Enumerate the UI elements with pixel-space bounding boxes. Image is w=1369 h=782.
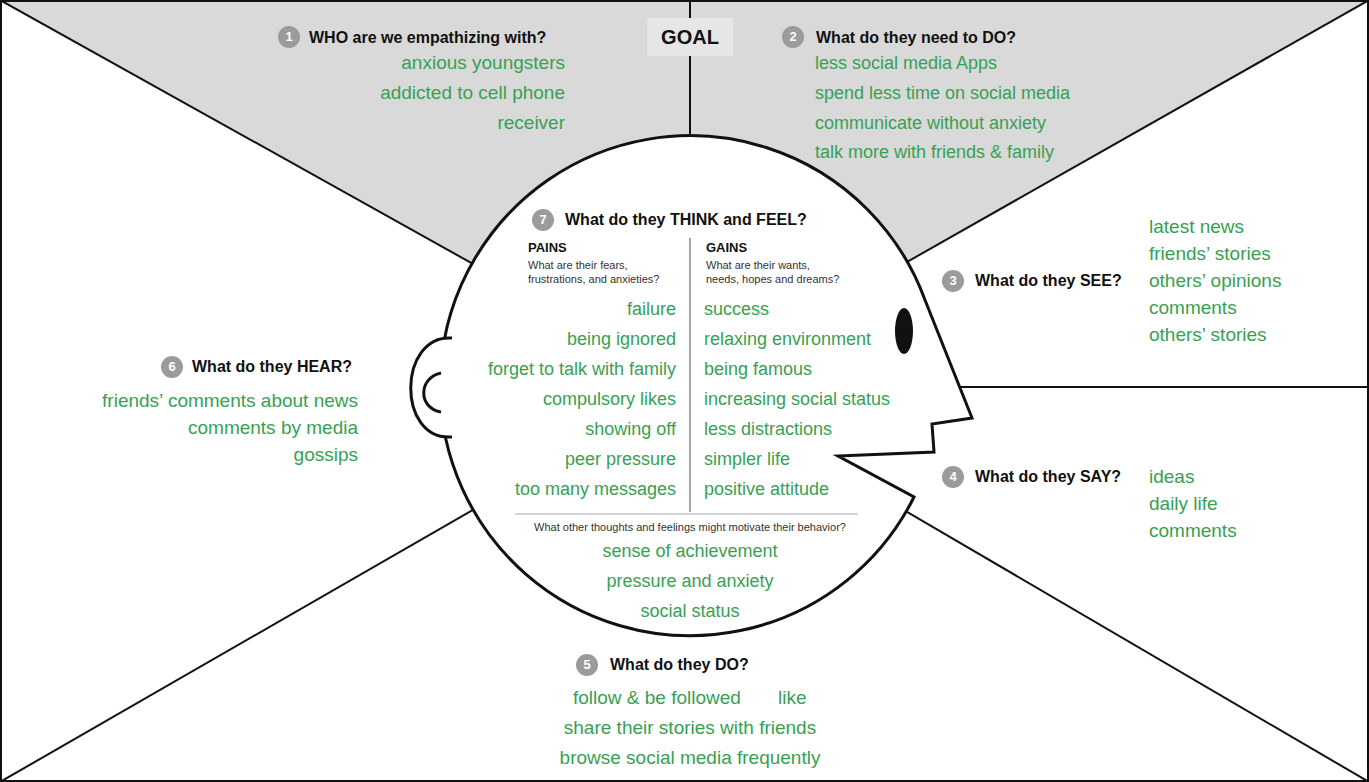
section-heading: What do they SEE? [975, 271, 1122, 291]
callout-number: 2 [782, 26, 804, 48]
map-section: 2 What do they need to DO? less social med… [780, 22, 1102, 169]
callout-number: 6 [161, 356, 183, 378]
head-ear [424, 373, 441, 412]
map-item: friends’ comments about news [102, 390, 358, 412]
section-heading: WHO are we empathizing with? [309, 28, 546, 48]
section-heading: What do they HEAR? [192, 357, 352, 377]
map-item: compulsory likes [543, 388, 676, 410]
map-item: being famous [704, 358, 812, 380]
map-item: increasing social status [704, 388, 890, 410]
map-item: receiver [497, 112, 565, 134]
map-item: pressure and anxiety [606, 570, 773, 592]
map-section: 4 What do they SAY? ideas daily life comment… [940, 462, 1262, 549]
map-item: like [778, 687, 807, 709]
map-section: 1 WHO are we empathizing with? anxious you… [270, 22, 577, 144]
callout-number: 4 [942, 466, 964, 488]
map-item: less distractions [704, 418, 832, 440]
map-item: peer pressure [565, 448, 676, 470]
head-eye [895, 308, 913, 354]
map-item: latest news [1149, 216, 1244, 238]
callout-number: 1 [278, 26, 300, 48]
column-prompt: What are their wants, needs, hopes and d… [706, 258, 844, 286]
map-item: ideas [1149, 466, 1194, 488]
head-ear [411, 338, 452, 437]
map-item: relaxing environment [704, 328, 871, 350]
map-item: anxious youngsters [401, 52, 565, 74]
callout-number: 7 [532, 209, 554, 231]
map-item: comments [1149, 297, 1237, 319]
map-item: comments [1149, 520, 1237, 542]
section-heading: What do they need to DO? [816, 28, 1016, 48]
map-item: others’ stories [1149, 324, 1267, 346]
map-item: forget to talk with family [488, 358, 676, 380]
map-item: comments by media [188, 417, 358, 439]
callout-number: 3 [942, 270, 964, 292]
map-section: 6 What do they HEAR? friends’ comments abo… [75, 352, 372, 472]
map-item: daily life [1149, 493, 1218, 515]
map-item: browse social media frequently [560, 747, 821, 769]
section-heading: What do they THINK and FEEL? [565, 210, 807, 230]
map-item: less social media Apps [815, 52, 997, 74]
map-item: failure [627, 298, 676, 320]
map-item: follow & be followed [573, 687, 741, 709]
map-item: success [704, 298, 769, 320]
section-prompt: What other thoughts and feelings might m… [534, 520, 846, 534]
map-section: PAINS What are their fears, frustrations,… [445, 236, 687, 506]
map-item: positive attitude [704, 478, 829, 500]
map-item: gossips [294, 444, 358, 466]
map-item: being ignored [567, 328, 676, 350]
section-heading: What do they DO? [610, 655, 749, 675]
head-outline [440, 136, 972, 636]
map-item: addicted to cell phone [380, 82, 565, 104]
map-item: friends’ stories [1149, 243, 1271, 265]
section-heading: What do they SAY? [975, 467, 1121, 487]
column-divider [689, 238, 691, 512]
map-item: share their stories with friends [564, 717, 816, 739]
column-prompt: What are their fears, frustrations, and … [528, 258, 666, 286]
callout-number: 5 [576, 654, 598, 676]
map-item: social status [640, 600, 739, 622]
map-item: others’ opinions [1149, 270, 1281, 292]
map-section: GAINS What are their wants, needs, hopes … [695, 236, 907, 506]
map-section: 7 What do they THINK and FEEL? PAINS What a… [440, 135, 942, 637]
goal-label: GOAL [647, 18, 733, 56]
column-heading: PAINS [528, 240, 567, 256]
column-heading: GAINS [706, 240, 747, 256]
map-section: 5 What do they DO? follow & be followed lik… [540, 650, 842, 774]
map-section: 3 What do they SEE? latest news friends’ st… [940, 212, 1342, 354]
map-item: communicate without anxiety [815, 112, 1046, 134]
map-item: too many messages [515, 478, 676, 500]
map-item: talk more with friends & family [815, 141, 1054, 163]
map-item: simpler life [704, 448, 790, 470]
map-item: sense of achievement [602, 540, 777, 562]
map-item: spend less time on social media [815, 82, 1070, 104]
row-divider [515, 513, 858, 514]
map-item: showing off [585, 418, 676, 440]
map-section: What other thoughts and feelings might m… [515, 516, 862, 628]
